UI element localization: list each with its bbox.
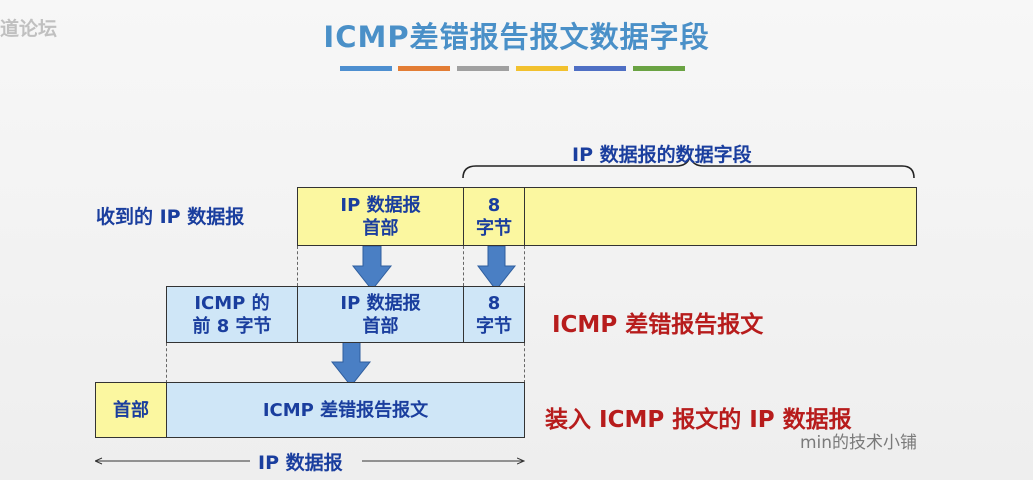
dashed-guide — [524, 246, 525, 286]
title-bar-blue — [340, 66, 392, 71]
dashed-guide — [524, 343, 525, 383]
dashed-guide — [166, 343, 167, 383]
received-datagram-label: 收到的 IP 数据报 — [96, 206, 245, 228]
received-8-bytes-line2: 字节 — [476, 217, 512, 239]
ip-datagram-span-label: IP 数据报 — [258, 452, 343, 474]
icmp-error-message-label: ICMP 差错报告报文 — [552, 312, 764, 338]
icmp-8-bytes-cell: 8 字节 — [463, 286, 525, 343]
icmp-error-message-cell: ICMP 差错报告报文 — [166, 382, 525, 438]
arrow-header-copy — [351, 245, 393, 291]
received-ip-header-cell: IP 数据报 首部 — [297, 187, 464, 246]
new-ip-header-cell: 首部 — [95, 382, 167, 438]
arrow-encapsulate — [330, 341, 372, 387]
dashed-guide — [463, 246, 464, 286]
title-bar-yellow — [516, 66, 568, 71]
data-field-brace — [462, 155, 915, 179]
title-bar-gray — [457, 66, 509, 71]
icmp-first-8-bytes-cell: ICMP 的 前 8 字节 — [166, 286, 298, 343]
watermark-bottom-right: min的技术小铺 — [800, 433, 918, 453]
received-ip-header-line1: IP 数据报 — [340, 194, 421, 216]
title-bar-green — [633, 66, 685, 71]
data-field-label: IP 数据报的数据字段 — [572, 144, 752, 166]
received-ip-header-line2: 首部 — [362, 217, 399, 239]
slide-title: ICMP差错报告报文数据字段 — [323, 20, 710, 54]
icmp-ip-header-cell: IP 数据报 首部 — [297, 286, 464, 343]
icmp-8-bytes-line2: 字节 — [476, 315, 512, 337]
icmp-ip-header-line1: IP 数据报 — [340, 292, 421, 314]
arrow-bytes-copy — [477, 245, 517, 291]
received-remaining-data-cell — [524, 187, 917, 246]
icmp-first-8-bytes-line2: 前 8 字节 — [192, 315, 272, 337]
icmp-first-8-bytes-line1: ICMP 的 — [194, 292, 270, 314]
icmp-8-bytes-line1: 8 — [487, 292, 501, 314]
title-bar-indigo — [574, 66, 626, 71]
received-8-bytes-line1: 8 — [487, 194, 501, 216]
received-8-bytes-cell: 8 字节 — [463, 187, 525, 246]
encapsulating-datagram-label: 装入 ICMP 报文的 IP 数据报 — [545, 407, 852, 433]
watermark-top-left: 道论坛 — [0, 18, 58, 40]
title-bar-orange — [398, 66, 450, 71]
dashed-guide — [297, 246, 298, 286]
icmp-ip-header-line2: 首部 — [362, 315, 399, 337]
